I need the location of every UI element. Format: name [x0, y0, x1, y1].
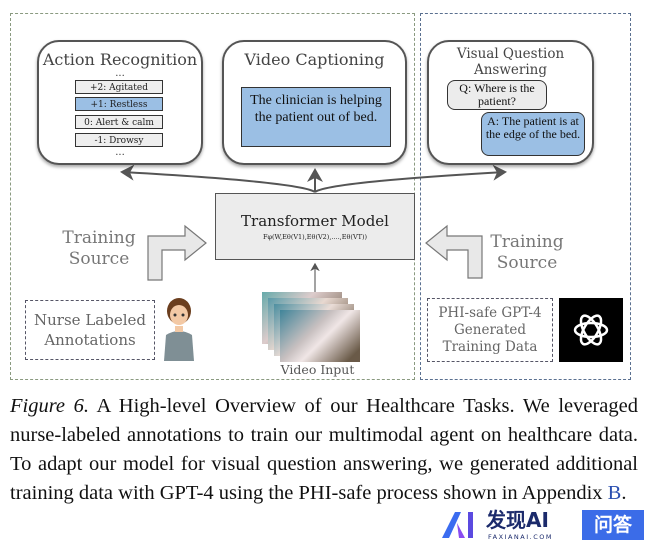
arrow-to-vqa: [314, 164, 507, 193]
openai-logo-icon: [559, 298, 623, 362]
training-source-right: Training Source: [490, 232, 564, 273]
training-source-left: Training Source: [62, 228, 136, 269]
caption-text: The clinician is helping the patient out…: [241, 87, 391, 147]
video-input-label: Video Input: [280, 362, 355, 377]
transformer-formula: Fφ(W,Eθ(V1),Eθ(V2),....,Eθ(VT)): [262, 233, 368, 241]
label-restless-selected: +1: Restless: [75, 97, 163, 111]
vqa-panel: Visual Question Answering Q: Where is th…: [427, 40, 594, 165]
watermark-domain: FAXIANAI.COM: [488, 533, 553, 541]
nurse-illustration: [164, 298, 194, 361]
figure-label: Figure 6.: [10, 395, 90, 417]
figure-caption: Figure 6. A High-level Overview of our H…: [10, 392, 638, 537]
watermark: 发现AI FAXIANAI.COM 问答: [420, 508, 656, 543]
arrows: [120, 164, 507, 292]
right-training-arrow: [425, 224, 483, 279]
label-agitated: +2: Agitated: [75, 80, 163, 94]
label-alert-calm: 0: Alert & calm: [75, 115, 163, 129]
caption-text: A High-level Overview of our Healthcare …: [10, 395, 638, 504]
caption-end: .: [621, 482, 627, 504]
watermark-badge: 问答: [582, 510, 644, 540]
question-bubble: Q: Where is the patient?: [447, 80, 547, 110]
watermark-brand: 发现AI: [486, 508, 549, 532]
watermark-logo-icon: [442, 512, 473, 538]
action-recognition-panel: Action Recognition ... +2: Agitated +1: …: [37, 40, 203, 165]
synthetic-data-region: [420, 13, 631, 380]
label-drowsy: -1: Drowsy: [75, 133, 163, 147]
action-recognition-title: Action Recognition: [42, 50, 198, 69]
video-captioning-title: Video Captioning: [244, 50, 385, 69]
left-training-arrow: [147, 224, 207, 281]
vqa-title: Visual Question Answering: [456, 46, 565, 78]
appendix-link[interactable]: B: [607, 482, 622, 504]
ellipsis: ...: [115, 68, 125, 79]
ellipsis: ...: [115, 147, 125, 158]
nurse-annotations-box: Nurse Labeled Annotations: [25, 300, 155, 360]
transformer-model-box: Transformer Model Fφ(W,Eθ(V1),Eθ(V2),...…: [215, 193, 415, 260]
gpt-training-data-box: PHI-safe GPT-4 Generated Training Data: [427, 298, 553, 362]
arrow-to-action: [120, 164, 316, 193]
video-captioning-panel: Video Captioning The clinician is helpin…: [222, 40, 407, 165]
video-frames: [262, 292, 362, 362]
transformer-title: Transformer Model: [241, 212, 389, 230]
answer-bubble: A: The patient is at the edge of the bed…: [481, 112, 585, 156]
